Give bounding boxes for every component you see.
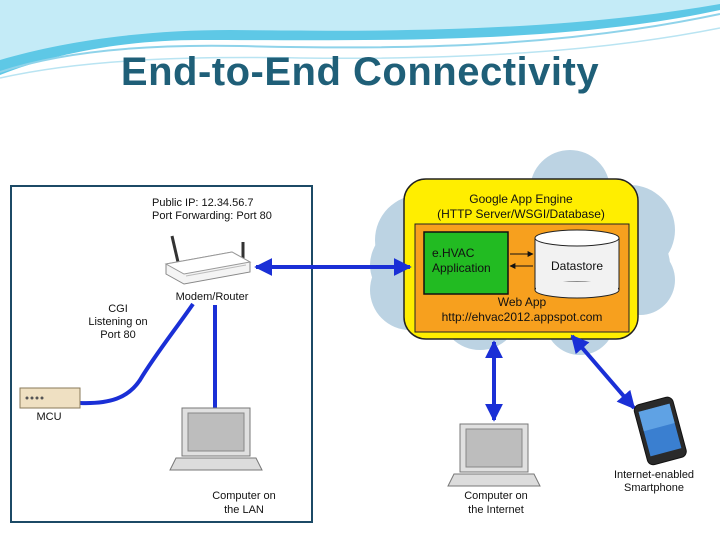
cgi-line-2: Listening on	[88, 316, 147, 328]
mcu-label: MCU	[36, 411, 61, 423]
header-swoosh	[0, 0, 720, 79]
internet-computer-line-1: Computer on	[464, 490, 528, 502]
ehvac-app-line-2: Application	[432, 261, 491, 275]
lan-computer-line-2: the LAN	[224, 504, 264, 516]
gae-title-2: (HTTP Server/WSGI/Database)	[437, 207, 605, 221]
mcu-icon	[19, 387, 81, 409]
lan-laptop-icon	[169, 407, 263, 471]
cgi-line-1: CGI	[108, 303, 128, 315]
webapp-label-2: http://ehvac2012.appspot.com	[442, 310, 603, 324]
smartphone-line-2: Smartphone	[624, 482, 684, 494]
router-port-forwarding: Port Forwarding: Port 80	[152, 210, 272, 222]
slide-title: End-to-End Connectivity	[120, 50, 600, 94]
ehvac-app-line-1: e.HVAC	[432, 246, 475, 260]
lan-computer-line-1: Computer on	[212, 490, 276, 502]
router-mcu-cable	[79, 302, 195, 406]
smartphone-icon	[633, 396, 687, 466]
ehvac-app-box	[423, 231, 509, 295]
webapp-label-1: Web App	[498, 295, 547, 309]
internet-computer-line-2: the Internet	[468, 504, 524, 516]
router-icon	[164, 235, 252, 285]
smartphone-line-1: Internet-enabled	[614, 469, 694, 481]
lan-frame	[10, 185, 313, 523]
gae-title-1: Google App Engine	[469, 192, 573, 206]
datastore-label: Datastore	[551, 259, 603, 273]
router-ip: Public IP: 12.34.56.7	[152, 197, 254, 209]
internet-laptop-icon	[447, 423, 541, 487]
router-label: Modem/Router	[176, 291, 249, 303]
cgi-line-3: Port 80	[100, 329, 135, 341]
datastore-cylinder	[534, 229, 620, 299]
gae-smartphone-arrow	[570, 334, 636, 410]
